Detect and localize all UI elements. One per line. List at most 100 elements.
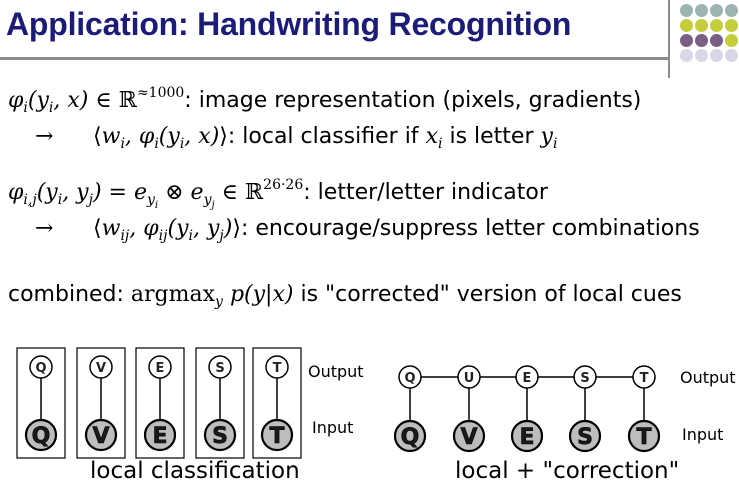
output-label: Output: [308, 362, 364, 381]
output-node-circle: [148, 355, 172, 379]
diagram-local-classification: Q Q V V E E S S T T Output Input: [16, 347, 364, 459]
output-node-circle: [573, 365, 597, 389]
output-node: S: [573, 365, 597, 389]
input-node-circle: [452, 419, 486, 453]
output-node-circle: [29, 355, 53, 379]
line-phi-ij-definition: φi,j(yi, yj) = eyi ⊗ eyj ∈ ℝ26·26: lette…: [8, 177, 548, 211]
input-node-letter: T: [269, 424, 284, 449]
input-node-circle: [393, 419, 427, 453]
line5-pre: combined:: [8, 282, 124, 307]
output-node-circle: [89, 355, 113, 379]
arrow-icon: →: [35, 216, 54, 241]
decor-dot: [725, 19, 738, 32]
input-node-letter: S: [577, 425, 593, 450]
line4-text: : encourage/suppress letter combinations: [240, 216, 700, 241]
decor-dot: [680, 34, 693, 47]
title-divider: [0, 57, 670, 60]
input-node-letter: Q: [401, 425, 420, 450]
math-sup-1000: ≈1000: [136, 85, 185, 101]
input-node: T: [260, 418, 294, 452]
input-node-circle: [510, 419, 544, 453]
input-node-circle: [84, 418, 118, 452]
line-local-classifier: →⟨wi, φi(yi, x)⟩: local classifier if xi…: [35, 124, 558, 152]
output-node: T: [265, 355, 289, 379]
output-node-circle: [208, 355, 232, 379]
decor-dot: [710, 34, 723, 47]
output-node-circle: [515, 365, 539, 389]
decor-dot: [680, 4, 693, 17]
input-node: S: [203, 418, 237, 452]
line2-text: : local classifier if: [227, 124, 419, 149]
diagram-local-plus-correction: Q Q U V E E S S T T Output Input: [393, 365, 736, 453]
input-node: Q: [24, 418, 58, 452]
output-node-letter: S: [580, 371, 589, 386]
input-node: S: [568, 419, 602, 453]
line2-mid: is letter: [449, 124, 534, 149]
arrow-icon: →: [35, 124, 54, 149]
math-phi-i: φi(yi, x): [8, 88, 89, 116]
input-node: V: [452, 419, 486, 453]
output-node: U: [457, 365, 481, 389]
output-node: T: [632, 365, 656, 389]
input-label: Input: [682, 425, 723, 444]
input-node-letter: Q: [32, 424, 51, 449]
input-node-letter: E: [152, 424, 167, 449]
output-label: Output: [680, 368, 736, 387]
input-node: T: [627, 419, 661, 453]
output-node: S: [208, 355, 232, 379]
line-combined: combined: argmaxy p(y|x) is "corrected" …: [8, 282, 682, 310]
input-node-letter: T: [636, 425, 651, 450]
input-node: V: [84, 418, 118, 452]
decor-dot: [695, 34, 708, 47]
input-node: E: [510, 419, 544, 453]
input-label: Input: [312, 418, 353, 437]
line5-post: is "corrected" version of local cues: [300, 282, 682, 307]
input-node-letter: S: [212, 424, 228, 449]
page-title: Application: Handwriting Recognition: [6, 6, 572, 42]
input-node-circle: [143, 418, 177, 452]
output-node-letter: E: [156, 361, 165, 376]
decor-dot: [710, 19, 723, 32]
output-node-letter: U: [464, 371, 475, 386]
decor-dot: [725, 34, 738, 47]
decor-dot: [680, 19, 693, 32]
decor-dot: [695, 4, 708, 17]
output-node: Q: [398, 365, 422, 389]
output-node-letter: V: [96, 361, 106, 376]
input-node: Q: [393, 419, 427, 453]
input-node-letter: V: [92, 424, 109, 449]
decor-dot: [680, 49, 693, 62]
decor-dot: [725, 49, 738, 62]
output-node-letter: Q: [404, 371, 415, 386]
output-node: Q: [29, 355, 53, 379]
math-argmax: argmax: [130, 282, 216, 307]
decor-dot: [695, 49, 708, 62]
line-pairwise-weights: →⟨wij, φij(yi, yj)⟩: encourage/suppress …: [35, 216, 700, 244]
input-node-circle: [24, 418, 58, 452]
output-node: E: [515, 365, 539, 389]
input-node-circle: [260, 418, 294, 452]
output-node-letter: T: [273, 361, 282, 376]
line3-text: : letter/letter indicator: [303, 180, 548, 205]
decorative-dot-grid: [677, 1, 739, 63]
input-node-circle: [568, 419, 602, 453]
line1-text: : image representation (pixels, gradient…: [184, 88, 642, 113]
output-node-circle: [265, 355, 289, 379]
input-node-circle: [203, 418, 237, 452]
column-box: [252, 347, 302, 459]
decor-dot: [725, 4, 738, 17]
input-node-circle: [627, 419, 661, 453]
input-node: E: [143, 418, 177, 452]
output-node: E: [148, 355, 172, 379]
caption-local-classification: local classification: [90, 458, 300, 484]
header-vertical-divider: [668, 0, 670, 78]
column-box: [76, 347, 126, 459]
column-box: [195, 347, 245, 459]
line-phi-i-definition: φi(yi, x) ∈ ℝ≈1000: image representation…: [8, 85, 642, 116]
output-node-letter: Q: [35, 361, 46, 376]
input-node-letter: V: [460, 425, 477, 450]
math-sup-2626: 26·26: [263, 177, 304, 193]
output-node-letter: S: [215, 361, 224, 376]
decor-dot: [710, 4, 723, 17]
output-node: V: [89, 355, 113, 379]
